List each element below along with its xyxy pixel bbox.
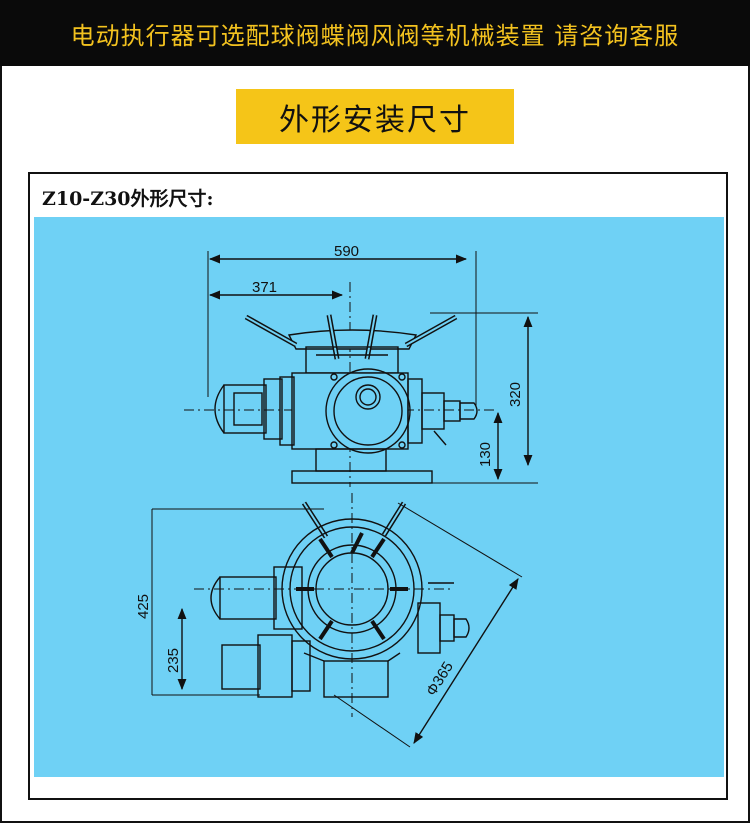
section-title: 外形安装尺寸 bbox=[279, 102, 471, 138]
dim-line-365 bbox=[413, 578, 519, 744]
front-view bbox=[184, 251, 538, 487]
top-banner: 电动执行器可选配球阀蝶阀风阀等机械装置 请咨询客服 bbox=[0, 0, 750, 66]
dim-371: 371 bbox=[252, 279, 277, 296]
banner-text: 电动执行器可选配球阀蝶阀风阀等机械装置 请咨询客服 bbox=[70, 21, 680, 50]
dim-425: 425 bbox=[135, 594, 152, 619]
dim-235: 235 bbox=[165, 648, 182, 673]
dim-320: 320 bbox=[507, 382, 524, 407]
dim-365: Φ365 bbox=[423, 659, 457, 699]
card-title: Z10-Z30外形尺寸: bbox=[42, 188, 214, 210]
top-view bbox=[151, 493, 523, 748]
dimension-diagram: 590 371 320 130 425 235 Φ365 bbox=[34, 217, 724, 777]
dim-590: 590 bbox=[334, 243, 359, 260]
actuator-drawing: 590 371 320 130 425 235 Φ365 bbox=[135, 243, 538, 748]
content-frame bbox=[0, 66, 750, 823]
dimension-card: Z10-Z30外形尺寸: bbox=[28, 172, 728, 800]
section-title-box: 外形安装尺寸 bbox=[236, 89, 514, 144]
dim-130: 130 bbox=[477, 442, 494, 467]
